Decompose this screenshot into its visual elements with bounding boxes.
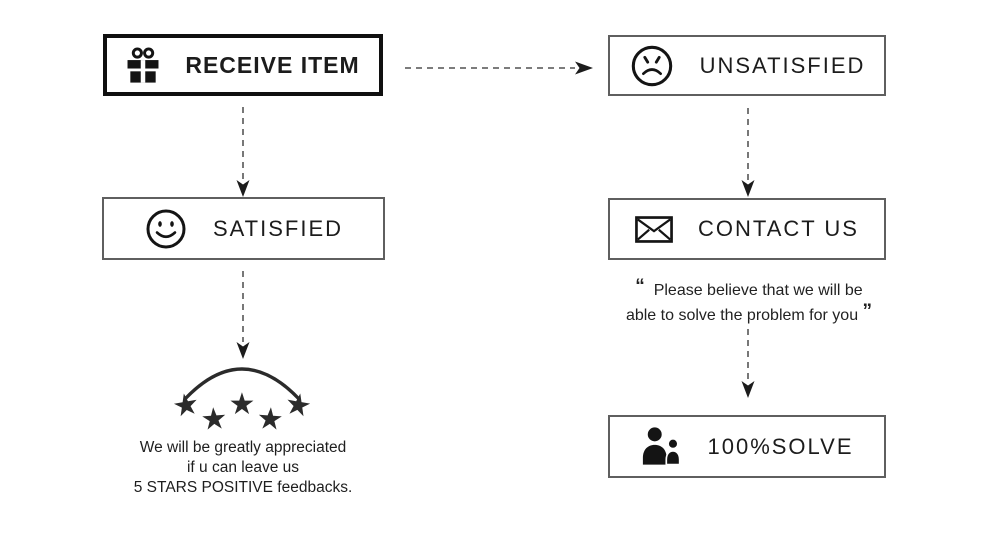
arrow-receive-to-unsatisfied [405, 61, 593, 75]
receive-item-box: RECEIVE ITEM [103, 34, 383, 96]
smiley-face-icon [146, 209, 186, 248]
unsatisfied-box: UNSATISFIED [608, 35, 886, 96]
open-quote-mark: “ [635, 276, 645, 297]
unsatisfied-label: UNSATISFIED [699, 52, 866, 78]
contact-note-line-1: “ Please believe that we will be [635, 276, 863, 299]
envelope-icon [635, 215, 673, 243]
feedback-note-line-1: We will be greatly appreciated [139, 439, 347, 456]
feedback-note-line-3: 5 STARS POSITIVE feedbacks. [133, 479, 353, 496]
satisfied-box: SATISFIED [102, 197, 385, 260]
arc-swoosh [184, 367, 300, 400]
two-people-icon [643, 427, 681, 466]
feedback-request-note: We will be greatly appreciated if u can … [93, 438, 393, 498]
arrow-unsatisfied-to-contact [741, 108, 755, 197]
solve-box: 100%SOLVE [608, 415, 886, 478]
feedback-note-line-2: if u can leave us [186, 459, 299, 476]
arrow-contact-to-solve [741, 329, 755, 398]
close-quote-mark: ” [862, 301, 873, 322]
arrow-satisfied-to-stars [236, 271, 250, 359]
satisfied-label: SATISFIED [212, 215, 344, 241]
contact-us-box: CONTACT US [608, 198, 886, 260]
gift-icon [127, 47, 159, 83]
five-stars-rating: ★ ★ ★ ★ ★ [170, 356, 316, 438]
star-icon: ★ [228, 388, 256, 421]
receive-item-label: RECEIVE ITEM [185, 51, 360, 78]
contact-us-label: CONTACT US [698, 216, 859, 241]
solve-label: 100%SOLVE [707, 433, 854, 459]
arrow-receive-to-satisfied [236, 107, 250, 197]
star-icon: ★ [281, 386, 315, 425]
sad-face-icon [631, 45, 672, 86]
contact-reassurance-note: “ Please believe that we will be able to… [594, 276, 904, 326]
contact-note-line-2: able to solve the problem for you ” [625, 301, 873, 324]
